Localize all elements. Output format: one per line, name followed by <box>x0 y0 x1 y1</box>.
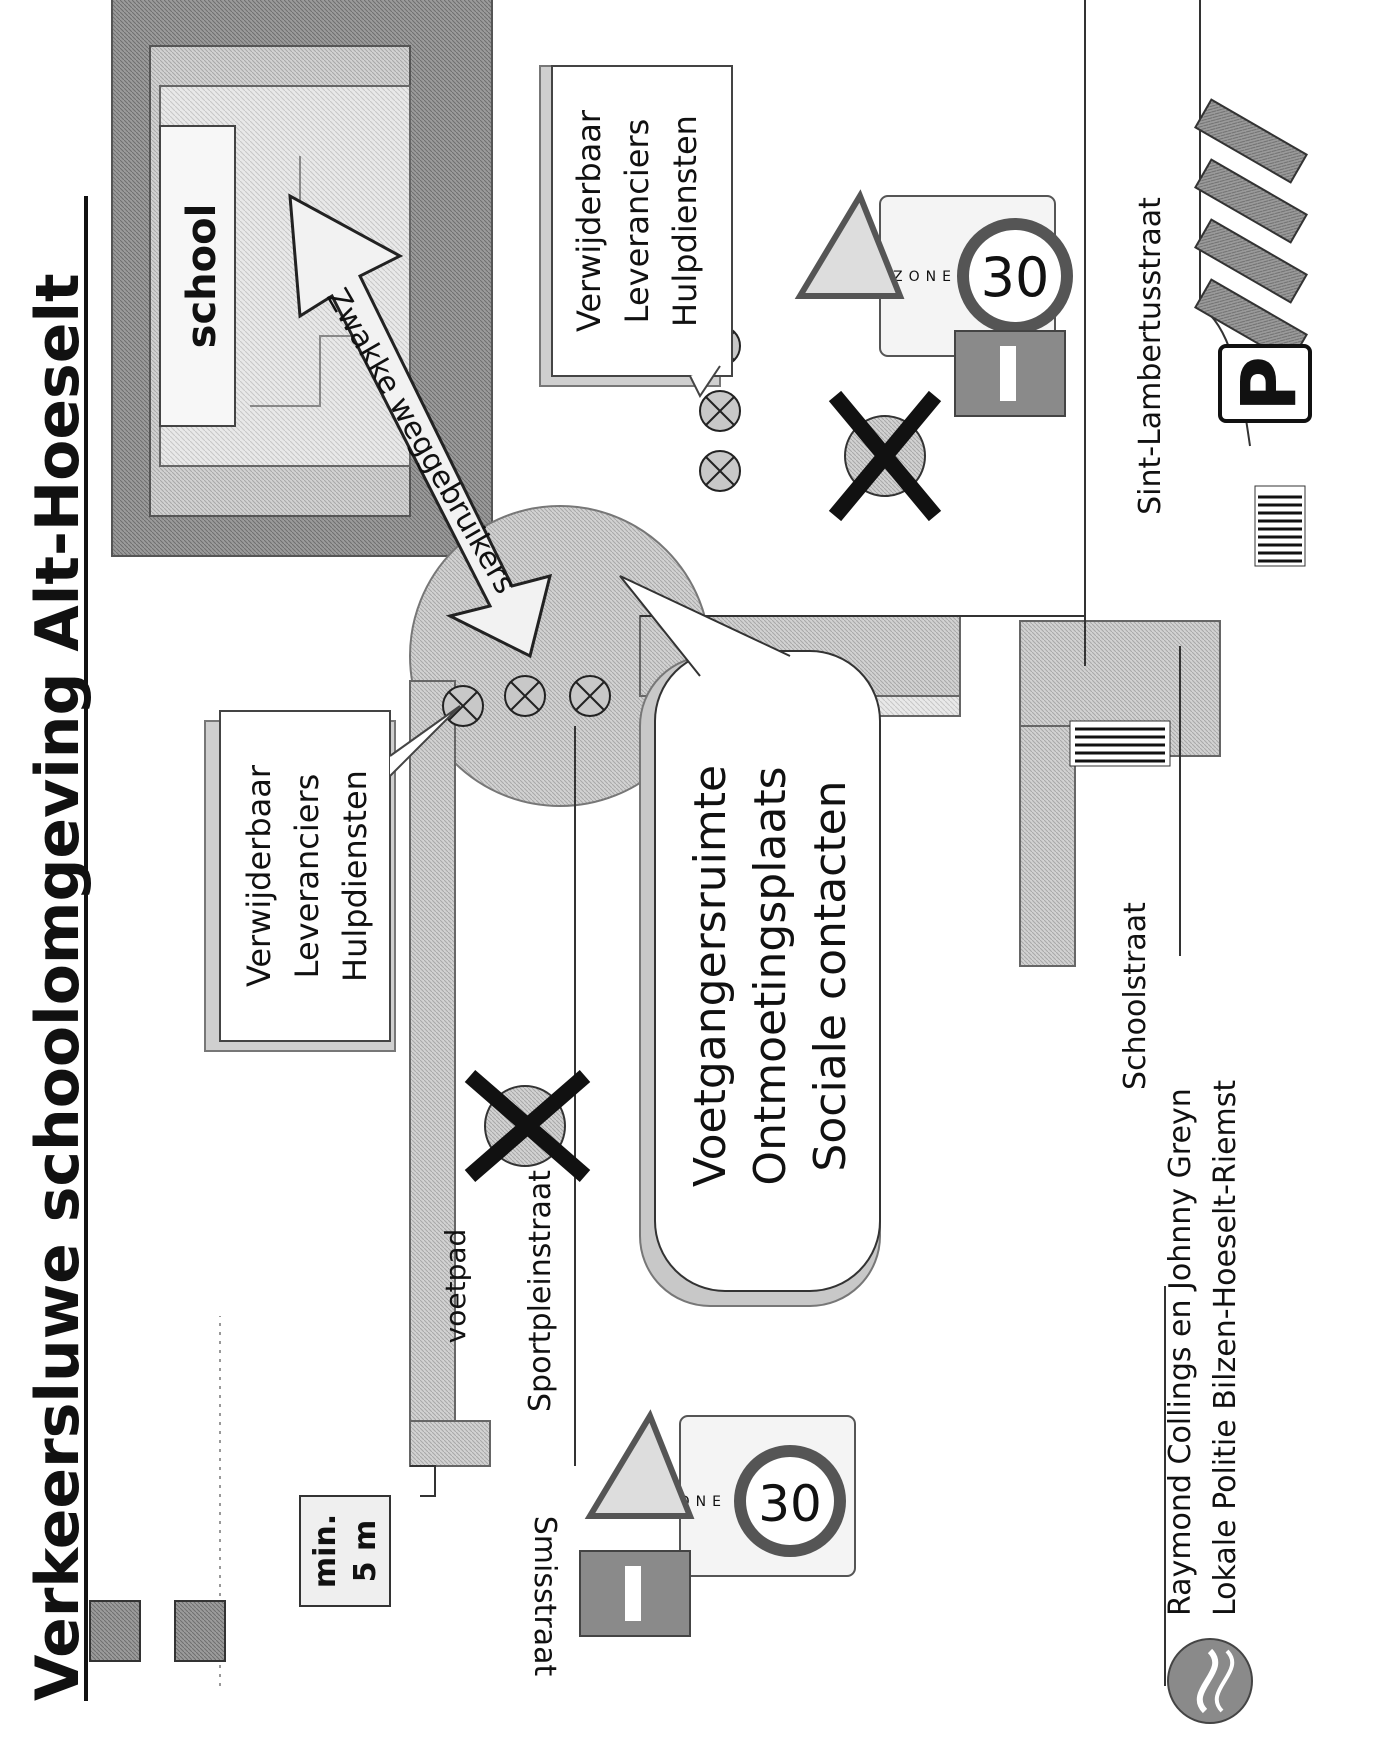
callout-lower-line1: Verwijderbaar <box>240 764 278 987</box>
setback-line2: 5 m <box>348 1520 383 1583</box>
callout-upper: Verwijderbaar Leveranciers Hulpdiensten <box>539 65 733 398</box>
speech-line3: Sociale contacten <box>805 780 856 1171</box>
police-logo-icon <box>1167 1638 1253 1724</box>
page-title: Verkeersluwe schoolomgeving Alt-Hoeselt <box>23 273 93 1701</box>
zebra-crossing-schoolstraat <box>1069 720 1171 767</box>
credits: Raymond Collings en Johnny Greyn Lokale … <box>1163 1080 1253 1724</box>
callout-lower-line2: Leveranciers <box>288 774 326 979</box>
bollard-icon <box>504 675 546 717</box>
zone30-sign-upper: 30 ZONE <box>794 189 1073 417</box>
bollard-icon <box>442 685 484 727</box>
callout-lower: Verwijderbaar Leveranciers Hulpdiensten <box>204 705 461 1052</box>
school-label: school <box>179 204 225 349</box>
zebra-crossing-parking <box>1254 485 1306 567</box>
callout-upper-line3: Hulpdiensten <box>666 115 704 327</box>
bollards-left <box>442 675 611 727</box>
zone-word-upper: ZONE <box>893 269 957 285</box>
callout-upper-line2: Leveranciers <box>618 119 656 324</box>
school-crossing-sign-icon <box>794 189 905 299</box>
bollard-icon <box>699 450 741 492</box>
bollard-icon <box>569 675 611 717</box>
credits-line2: Lokale Politie Bilzen-Hoeselt-Riemst <box>1208 1080 1243 1616</box>
school-crossing-sign-icon <box>584 1409 695 1519</box>
speech-bubble: Voetgangersruimte Ontmoetingsplaats Soci… <box>619 575 881 1307</box>
speech-line2: Ontmoetingsplaats <box>745 766 796 1185</box>
street-sportpleinstraat: Sportpleinstraat <box>523 1170 558 1412</box>
street-footpath: voetpad <box>439 1229 472 1344</box>
speed-30-lower: 30 <box>758 1475 822 1533</box>
zone30-sign-lower: 30 ZONE <box>579 1409 856 1637</box>
credits-line1: Raymond Collings en Johnny Greyn <box>1163 1088 1198 1616</box>
street-sint-lambertus: Sint-Lambertusstraat <box>1133 197 1168 515</box>
setback-line1: min. <box>308 1514 343 1588</box>
speech-line1: Voetgangersruimte <box>685 765 736 1187</box>
callout-lower-line3: Hulpdiensten <box>336 770 374 982</box>
speed-limit-30-icon <box>734 1445 846 1557</box>
bollard-icon <box>699 390 741 432</box>
speed-30-upper: 30 <box>981 246 1050 309</box>
speed-limit-30-icon <box>957 218 1073 334</box>
parking-icon <box>1218 344 1312 423</box>
street-schoolstraat: Schoolstraat <box>1118 902 1153 1090</box>
no-entry-cross-icon <box>464 1069 591 1183</box>
parking-area: P <box>1194 98 1313 423</box>
setback-marker: min. 5 m <box>89 1465 436 1662</box>
parking-letter: P <box>1224 356 1313 412</box>
street-smisstraat: Smisstraat <box>527 1516 562 1677</box>
callout-upper-line1: Verwijderbaar <box>570 109 608 332</box>
no-entry-cross-icon <box>828 390 942 522</box>
